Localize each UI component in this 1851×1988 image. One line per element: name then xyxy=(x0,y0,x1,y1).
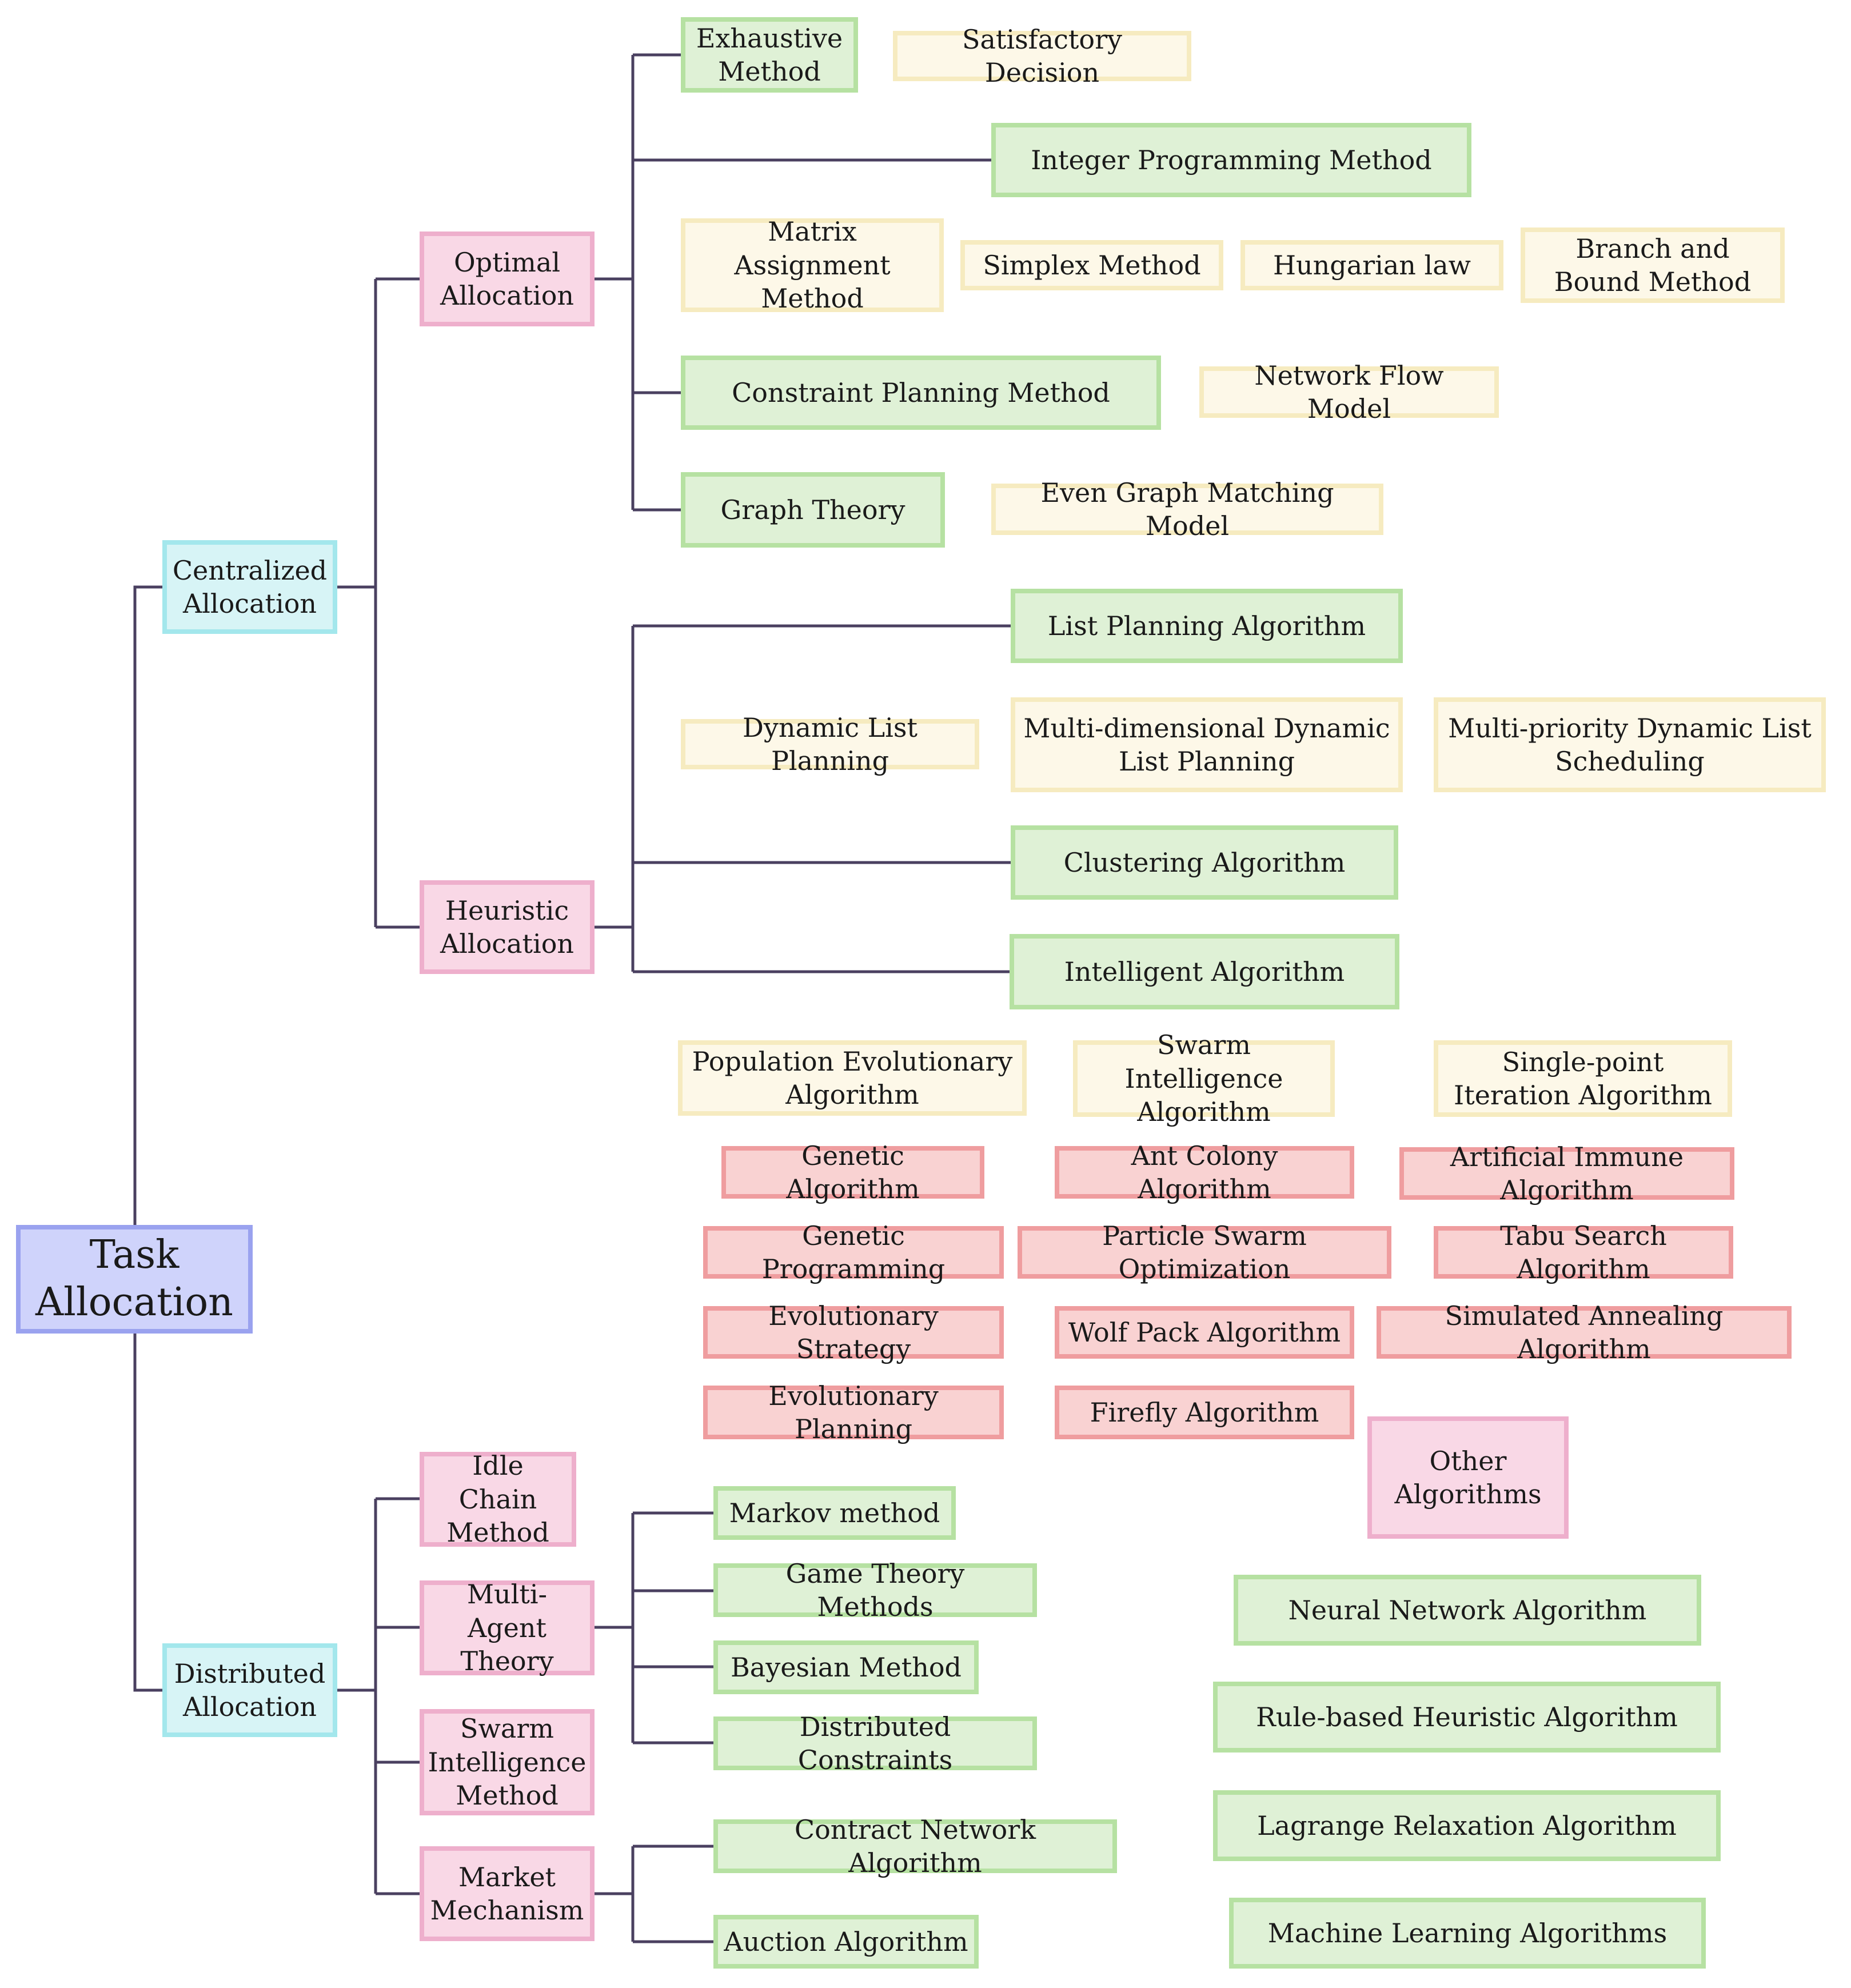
connector-optimal-stem xyxy=(595,55,635,510)
single-point-iteration-node: Single-point Iteration Algorithm xyxy=(1434,1040,1732,1117)
exhaustive-method-node: Exhaustive Method xyxy=(681,17,858,93)
swarm-intelligence-algorithm-node: Swarm Intelligence Algorithm xyxy=(1073,1029,1335,1127)
bayesian-method-node: Bayesian Method xyxy=(713,1640,979,1694)
connector-root-centralized xyxy=(133,585,162,1225)
connector-centralized-branches xyxy=(337,277,420,929)
heuristic-allocation-node: Heuristic Allocation xyxy=(420,880,595,974)
connector-root-distributed xyxy=(133,1334,162,1692)
market-mechanism-node: Market Mechanism xyxy=(420,1846,595,1941)
optimal-allocation-node: Optimal Allocation xyxy=(420,231,595,326)
dynamic-list-planning-node: Dynamic List Planning xyxy=(681,712,979,776)
idle-chain-method-node: Idle Chain Method xyxy=(420,1450,576,1548)
hungarian-law-node: Hungarian law xyxy=(1240,240,1503,290)
other-algorithms-node: Other Algorithms xyxy=(1367,1416,1569,1539)
integer-programming-node: Integer Programming Method xyxy=(991,123,1471,197)
distributed-constraints-node: Distributed Constraints xyxy=(713,1711,1037,1775)
even-graph-matching-node: Even Graph Matching Model xyxy=(991,477,1383,541)
neural-network-node: Neural Network Algorithm xyxy=(1234,1575,1701,1646)
branch-and-bound-node: Branch and Bound Method xyxy=(1521,227,1785,303)
multi-priority-list-node: Multi-priority Dynamic List Scheduling xyxy=(1434,697,1826,792)
intelligent-algorithm-node: Intelligent Algorithm xyxy=(1010,934,1399,1009)
evolutionary-strategy-node: Evolutionary Strategy xyxy=(703,1300,1004,1364)
connector-distributed-stem xyxy=(337,1499,377,1894)
task-allocation-root: Task Allocation xyxy=(16,1225,253,1334)
population-evolutionary-node: Population Evolutionary Algorithm xyxy=(678,1040,1027,1116)
simplex-method-node: Simplex Method xyxy=(960,240,1223,290)
connector-multi-agent-stem xyxy=(595,1513,635,1743)
multi-dimensional-list-node: Multi-dimensional Dynamic List Planning xyxy=(1011,697,1403,792)
constraint-planning-node: Constraint Planning Method xyxy=(681,356,1161,430)
game-theory-methods-node: Game Theory Methods xyxy=(713,1558,1037,1622)
connector-market-stem xyxy=(595,1846,635,1942)
connector-heuristic-stem xyxy=(595,626,635,972)
genetic-algorithm-node: Genetic Algorithm xyxy=(721,1140,984,1204)
multi-agent-theory-node: Multi-Agent Theory xyxy=(420,1579,595,1676)
graph-theory-node: Graph Theory xyxy=(681,472,945,548)
evolutionary-planning-node: Evolutionary Planning xyxy=(703,1380,1004,1444)
simulated-annealing-node: Simulated Annealing Algorithm xyxy=(1377,1300,1792,1364)
artificial-immune-node: Artificial Immune Algorithm xyxy=(1399,1141,1734,1205)
particle-swarm-node: Particle Swarm Optimization xyxy=(1018,1220,1391,1284)
genetic-programming-node: Genetic Programming xyxy=(703,1220,1004,1284)
ant-colony-node: Ant Colony Algorithm xyxy=(1055,1140,1354,1204)
matrix-assignment-node: Matrix Assignment Method xyxy=(681,216,944,314)
rule-based-heuristic-node: Rule-based Heuristic Algorithm xyxy=(1213,1682,1721,1753)
clustering-algorithm-node: Clustering Algorithm xyxy=(1011,825,1398,900)
machine-learning-node: Machine Learning Algorithms xyxy=(1229,1898,1706,1969)
markov-method-node: Markov method xyxy=(713,1486,956,1540)
wolf-pack-node: Wolf Pack Algorithm xyxy=(1055,1306,1354,1359)
swarm-intelligence-method-node: Swarm Intelligence Method xyxy=(420,1709,595,1815)
contract-network-node: Contract Network Algorithm xyxy=(713,1814,1117,1878)
firefly-algorithm-node: Firefly Algorithm xyxy=(1055,1386,1354,1439)
tabu-search-node: Tabu Search Algorithm xyxy=(1434,1220,1733,1284)
auction-algorithm-node: Auction Algorithm xyxy=(713,1915,979,1969)
satisfactory-decision-node: Satisfactory Decision xyxy=(893,24,1191,88)
distributed-allocation-node: Distributed Allocation xyxy=(162,1643,337,1737)
network-flow-node: Network Flow Model xyxy=(1199,360,1499,424)
list-planning-node: List Planning Algorithm xyxy=(1011,589,1403,663)
centralized-allocation-node: Centralized Allocation xyxy=(162,540,337,634)
lagrange-relaxation-node: Lagrange Relaxation Algorithm xyxy=(1213,1790,1721,1861)
